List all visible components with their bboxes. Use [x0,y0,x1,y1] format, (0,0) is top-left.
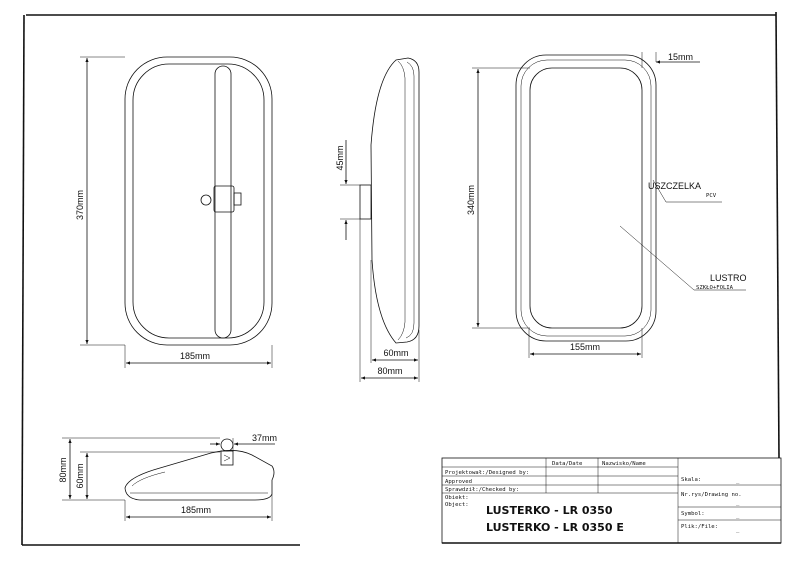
bracket-side [359,184,372,220]
tb-drawing-no: Nr.rys/Drawing no. [681,492,742,498]
tb-approved: Approved [445,479,472,485]
dim-side-bracket: 45mm [335,145,345,170]
dim-bottom-mount: 37mm [252,433,277,443]
tb-symbol: Symbol: [681,511,705,517]
tb-product-1: LUSTERKO - LR 0350 [486,504,613,517]
mount-stem [220,450,234,466]
dim-back-height: 340mm [466,185,476,215]
bottom-view: 80mm 60mm 37mm 185mm [58,433,277,521]
tb-scale-val: _ [736,478,740,484]
dim-bottom-height-inner: 60mm [75,463,85,488]
tb-designed-by: Projektował:/Designed by: [445,470,529,476]
drawing-frame [21,11,781,546]
mirror-outline-bottom [124,450,275,501]
dim-back-width: 155mm [570,342,600,352]
dim-side-depth-inner: 60mm [383,348,408,358]
tb-drawing-no-val: _ [736,500,740,506]
tb-object-en: Object: [445,502,469,508]
tb-scale: Skala: [681,477,701,483]
mirror-glass-back [529,67,643,329]
mirror-outline-front [124,56,273,346]
tb-object: Obiekt: [445,495,469,501]
mounting-bar [214,65,232,339]
tb-col-date: Data/Date [552,461,583,467]
label-lustro: LUSTRO [710,273,747,283]
tb-checked-by: Sprawdził:/Checked by: [445,487,519,493]
clamp-screw [233,192,242,206]
label-uszczelka-sub: PCV [706,193,717,199]
knob-icon [200,194,212,206]
tb-symbol-val: _ [736,513,740,519]
dim-back-border: 15mm [668,52,693,62]
dim-front-width: 185mm [180,351,210,361]
title-block: Data/Date Nazwisko/Name Projektował:/Des… [441,457,782,544]
mount-ball-icon [220,438,234,452]
side-view: 45mm 60mm 80mm [335,57,420,382]
tb-col-name: Nazwisko/Name [602,461,646,467]
dim-bottom-height-outer: 80mm [58,457,68,482]
mirror-glass-front [132,63,265,339]
tb-file: Plik:/File: [681,524,718,530]
dim-front-height: 370mm [75,190,85,220]
dim-bottom-width: 185mm [181,505,211,515]
dim-side-depth-outer: 80mm [377,366,402,376]
label-lustro-sub: SZKŁO+FOLIA [696,285,734,291]
mirror-outline-side [370,57,420,344]
mirror-outline-back [515,54,657,342]
back-view: 340mm 155mm 15mm USZCZELKA PCV LUSTRO SZ… [466,52,747,358]
tb-file-val: _ [736,527,740,533]
front-view: 370mm 185mm [75,56,273,368]
label-uszczelka: USZCZELKA [648,181,701,191]
tb-product-2: LUSTERKO - LR 0350 E [486,521,624,534]
